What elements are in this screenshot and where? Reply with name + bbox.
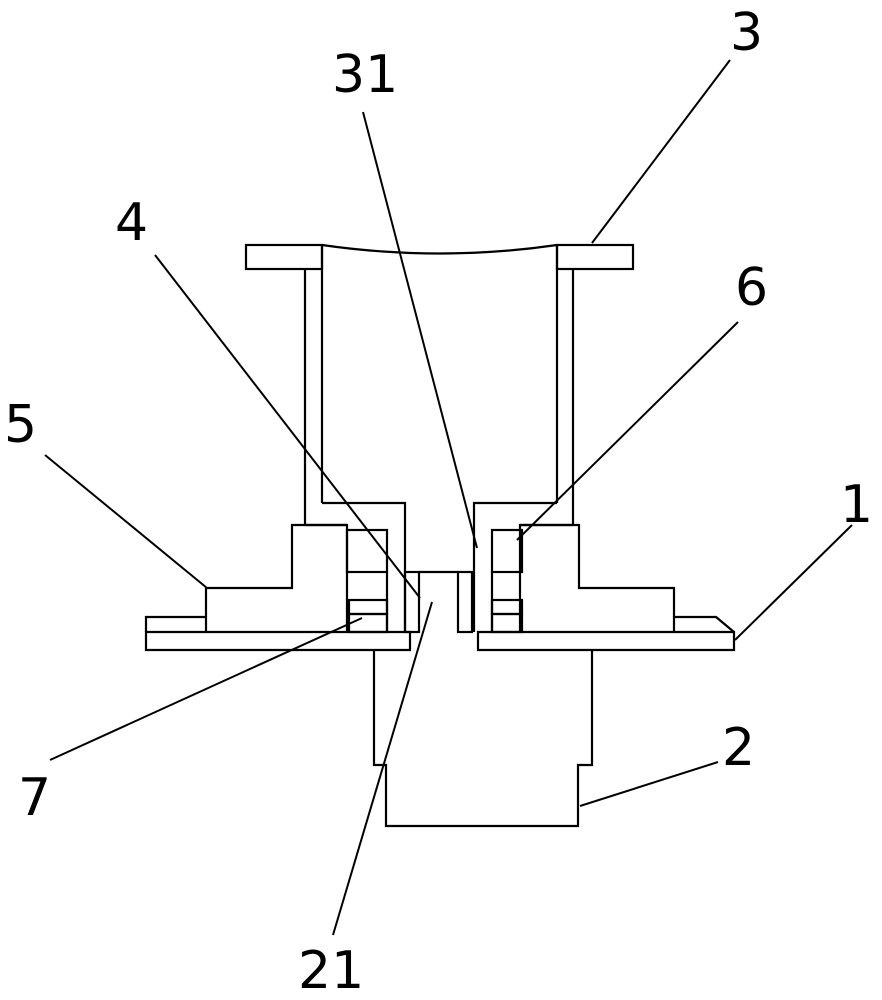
- callout-31: 31: [332, 45, 398, 105]
- part-3-upper-sleeve: [246, 245, 633, 632]
- part-7-pads: [349, 600, 522, 632]
- part-4-seal: [405, 572, 472, 632]
- leader-31: [363, 112, 477, 548]
- callout-4: 4: [115, 193, 148, 253]
- leader-3: [592, 60, 730, 243]
- leader-6: [517, 322, 738, 540]
- part-31-inner-tube: [347, 530, 522, 632]
- leader-5: [45, 455, 207, 588]
- leader-1: [735, 525, 852, 640]
- part-5-left-housing: [206, 525, 347, 632]
- leader-lines: [45, 60, 852, 935]
- callout-6: 6: [735, 258, 768, 318]
- leader-21: [333, 602, 432, 935]
- leader-7: [50, 618, 362, 760]
- part-2-lower-body: [374, 650, 592, 826]
- callout-21: 21: [298, 941, 364, 1000]
- part-6-right-housing: [520, 525, 674, 632]
- part-1-base-plate: [146, 617, 734, 650]
- callout-3: 3: [730, 3, 763, 63]
- callout-1: 1: [840, 475, 873, 535]
- callout-2: 2: [722, 718, 755, 778]
- callout-labels: 3 31 4 6 5 1 7 21 2: [4, 3, 873, 1000]
- leader-4: [155, 255, 420, 598]
- leader-2: [580, 762, 718, 806]
- callout-5: 5: [4, 395, 37, 455]
- callout-7: 7: [18, 768, 51, 828]
